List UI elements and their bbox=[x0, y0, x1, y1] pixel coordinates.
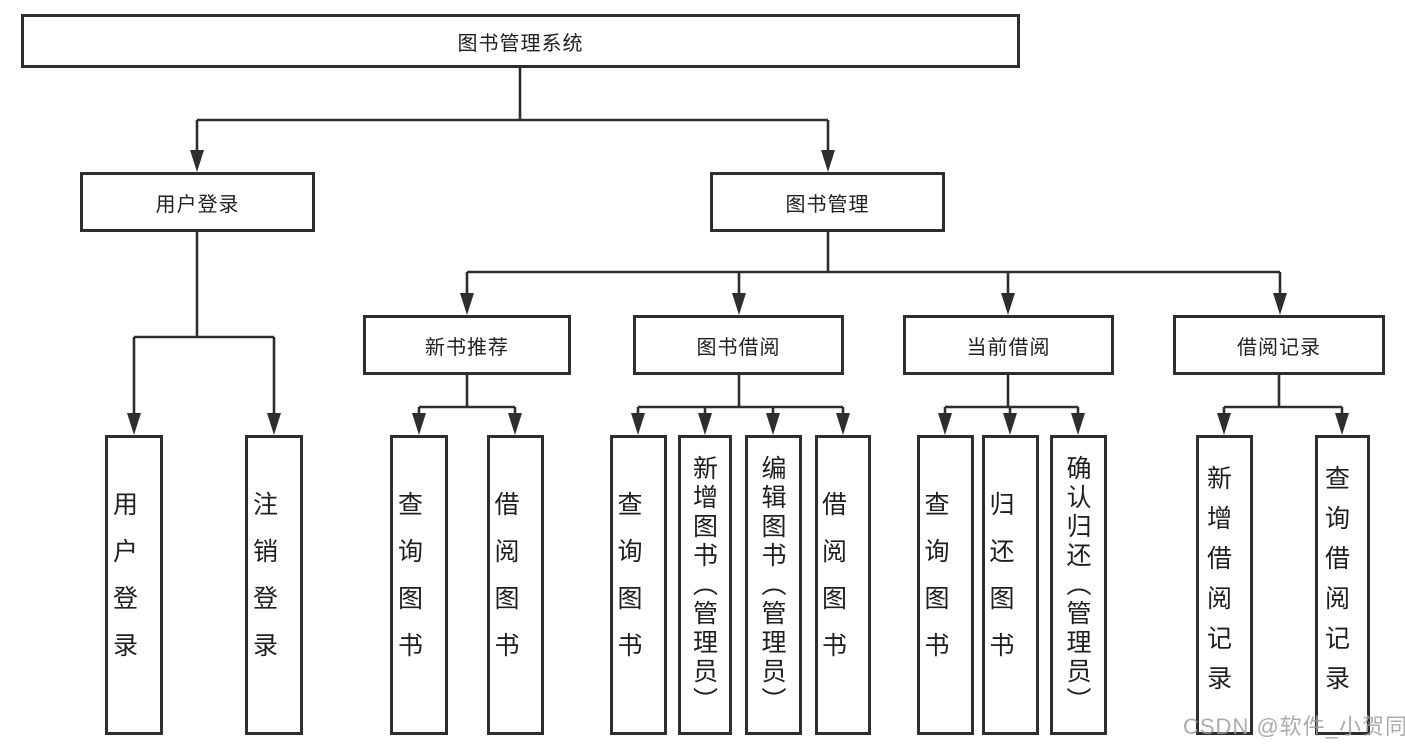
root-box-library-system: 图书管理系统 bbox=[21, 14, 1020, 68]
csdn-watermark: CSDN @软件_小贺同学 bbox=[1183, 714, 1405, 739]
branch-book-management-label: 图书管理 bbox=[785, 193, 870, 216]
leaf-box-query-borrow-record: 查询借阅记录 bbox=[1315, 435, 1370, 735]
leaf-logout-label: 注销登录 bbox=[249, 491, 278, 679]
leaf-box-query-books-3: 查询图书 bbox=[917, 435, 974, 735]
leaf-box-borrow-books-2: 借阅图书 bbox=[815, 435, 871, 735]
module-box-current-borrow: 当前借阅 bbox=[903, 315, 1114, 375]
leaf-box-borrow-books-1: 借阅图书 bbox=[487, 435, 544, 735]
leaf-box-return-books: 归还图书 bbox=[982, 435, 1039, 735]
leaf-add-books-admin-label: 新增图书（管理员） bbox=[689, 454, 718, 716]
module-box-book-borrow: 图书借阅 bbox=[633, 315, 844, 375]
leaf-box-add-borrow-record: 新增借阅记录 bbox=[1196, 435, 1253, 735]
leaf-query-books-2-label: 查询图书 bbox=[614, 491, 642, 679]
leaf-box-query-books-1: 查询图书 bbox=[390, 435, 448, 735]
leaf-query-borrow-record-label: 查询借阅记录 bbox=[1321, 465, 1350, 705]
module-new-book-recommend-label: 新书推荐 bbox=[425, 336, 509, 359]
branch-box-user-login: 用户登录 bbox=[80, 172, 315, 232]
leaf-add-borrow-record-label: 新增借阅记录 bbox=[1203, 465, 1232, 705]
branch-box-book-management: 图书管理 bbox=[710, 172, 945, 232]
module-box-new-book-recommend: 新书推荐 bbox=[363, 315, 571, 375]
branch-user-login-label: 用户登录 bbox=[155, 193, 240, 216]
leaf-box-query-books-2: 查询图书 bbox=[610, 435, 667, 735]
leaf-return-books-label: 归还图书 bbox=[986, 491, 1014, 679]
module-current-borrow-label: 当前借阅 bbox=[966, 336, 1051, 359]
leaf-query-books-1-label: 查询图书 bbox=[394, 491, 423, 679]
leaf-box-confirm-return-admin: 确认归还（管理员） bbox=[1050, 435, 1107, 735]
leaf-borrow-books-1-label: 借阅图书 bbox=[491, 491, 519, 679]
module-borrow-records-label: 借阅记录 bbox=[1237, 336, 1321, 359]
module-book-borrow-label: 图书借阅 bbox=[696, 336, 781, 359]
leaf-box-edit-books-admin: 编辑图书（管理员） bbox=[745, 435, 802, 735]
leaf-box-user-login: 用户登录 bbox=[105, 435, 163, 735]
leaf-query-books-3-label: 查询图书 bbox=[921, 491, 949, 679]
leaf-box-add-books-admin: 新增图书（管理员） bbox=[678, 435, 732, 735]
root-label: 图书管理系统 bbox=[457, 32, 584, 55]
leaf-confirm-return-admin-label: 确认归还（管理员） bbox=[1063, 454, 1091, 716]
leaf-edit-books-admin-label: 编辑图书（管理员） bbox=[758, 454, 786, 716]
leaf-box-logout: 注销登录 bbox=[245, 435, 303, 735]
leaf-user-login-label: 用户登录 bbox=[109, 491, 138, 679]
leaf-borrow-books-2-label: 借阅图书 bbox=[818, 491, 847, 679]
module-box-borrow-records: 借阅记录 bbox=[1173, 315, 1385, 375]
